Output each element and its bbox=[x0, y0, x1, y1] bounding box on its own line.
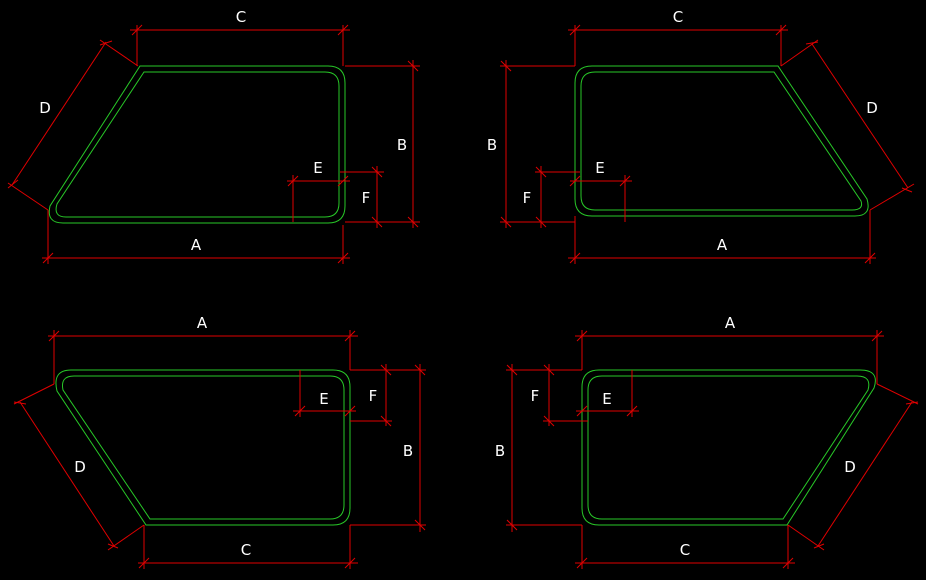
label-f: F bbox=[369, 387, 378, 405]
label-a: A bbox=[725, 314, 736, 332]
label-a: A bbox=[717, 236, 728, 254]
dimension-c bbox=[575, 525, 795, 569]
label-f: F bbox=[362, 189, 371, 207]
outline-inner bbox=[587, 375, 870, 520]
label-b: B bbox=[397, 136, 407, 154]
dimension-c bbox=[138, 525, 358, 569]
outline-inner bbox=[580, 71, 863, 211]
label-b: B bbox=[487, 136, 497, 154]
dimension-f bbox=[535, 166, 580, 228]
panel-bottom-right: A C B D E F bbox=[495, 314, 919, 569]
label-e: E bbox=[602, 390, 611, 408]
dimension-e bbox=[569, 175, 632, 222]
dimension-f bbox=[340, 166, 384, 228]
label-d: D bbox=[39, 99, 51, 117]
outline-inner bbox=[55, 71, 340, 218]
label-a: A bbox=[197, 314, 208, 332]
label-b: B bbox=[403, 442, 413, 460]
dimension-b bbox=[350, 364, 426, 532]
label-c: C bbox=[241, 541, 251, 559]
label-f: F bbox=[523, 189, 532, 207]
dimension-f bbox=[543, 364, 588, 427]
dimension-d bbox=[780, 39, 915, 211]
outline-inner bbox=[62, 375, 345, 520]
panel-top-right: C A B D E F bbox=[487, 8, 915, 264]
outline-outer bbox=[581, 369, 876, 526]
label-e: E bbox=[313, 159, 322, 177]
dimension-a bbox=[42, 210, 350, 264]
outline-outer bbox=[48, 65, 346, 224]
label-e: E bbox=[319, 390, 328, 408]
label-c: C bbox=[673, 8, 683, 26]
dimension-e bbox=[287, 175, 350, 222]
dimension-b bbox=[506, 364, 582, 532]
dimension-a bbox=[48, 330, 358, 384]
label-d: D bbox=[844, 458, 856, 476]
outline-outer bbox=[574, 65, 869, 217]
outline-outer bbox=[55, 369, 351, 526]
dimension-e bbox=[576, 370, 639, 417]
dimension-c bbox=[568, 24, 788, 66]
label-e: E bbox=[595, 159, 604, 177]
dimension-d bbox=[7, 39, 139, 211]
label-b: B bbox=[495, 442, 505, 460]
panel-top-left: C A B D E F bbox=[7, 8, 420, 264]
label-a: A bbox=[191, 236, 202, 254]
label-f: F bbox=[531, 387, 540, 405]
dimension-d bbox=[787, 383, 919, 551]
dimension-a bbox=[575, 330, 884, 384]
dimension-d bbox=[13, 383, 145, 551]
dimension-a bbox=[568, 210, 876, 264]
panel-bottom-left: A C B D E F bbox=[13, 314, 426, 569]
dimension-e bbox=[293, 370, 356, 417]
label-c: C bbox=[236, 8, 246, 26]
dimension-f bbox=[350, 364, 392, 427]
dimension-c bbox=[130, 24, 350, 66]
label-d: D bbox=[866, 99, 878, 117]
label-c: C bbox=[680, 541, 690, 559]
label-d: D bbox=[74, 458, 86, 476]
